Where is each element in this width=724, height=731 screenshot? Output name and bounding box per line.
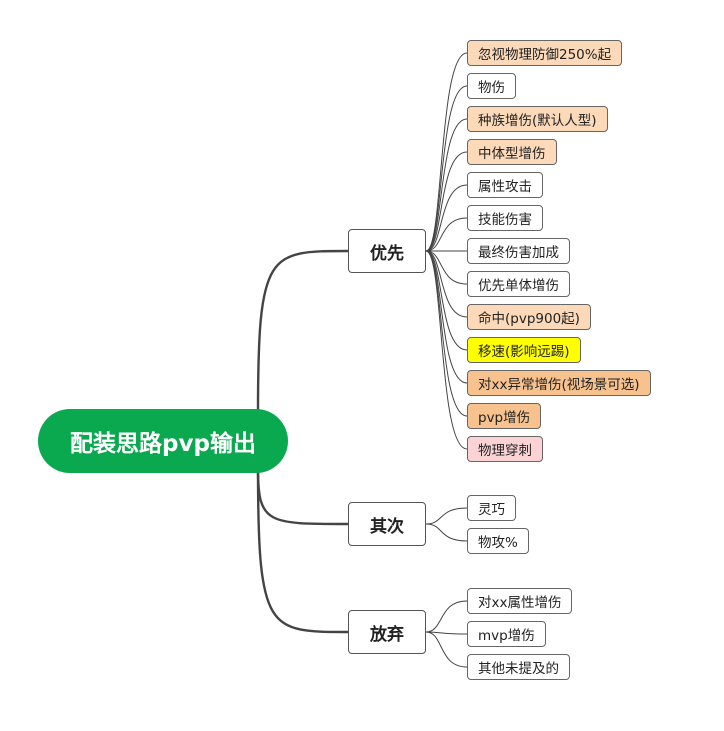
branch-leaf-link bbox=[425, 250, 468, 351]
leaf-hit[interactable]: 命中(pvp900起) bbox=[467, 304, 591, 330]
leaf-dexterity[interactable]: 灵巧 bbox=[467, 495, 516, 521]
branch-leaf-link bbox=[425, 631, 468, 635]
root-branch-link bbox=[256, 468, 349, 526]
branch-leaf-link bbox=[425, 250, 468, 318]
branch-leaf-link bbox=[425, 600, 468, 633]
branch-priority[interactable]: 优先 bbox=[348, 229, 426, 273]
leaf-physical-pierce[interactable]: 物理穿刺 bbox=[467, 436, 543, 462]
branch-leaf-link bbox=[425, 507, 468, 525]
leaf-pvp-damage[interactable]: pvp增伤 bbox=[467, 403, 542, 429]
root-branch-link bbox=[256, 468, 349, 634]
branch-leaf-link bbox=[425, 85, 468, 252]
branch-leaf-link bbox=[425, 523, 468, 542]
leaf-ignore-physical-defense[interactable]: 忽视物理防御250%起 bbox=[467, 40, 623, 66]
leaf-move-speed[interactable]: 移速(影响远踢) bbox=[467, 337, 581, 363]
branch-leaf-link bbox=[425, 217, 468, 252]
leaf-single-target-damage[interactable]: 优先单体增伤 bbox=[467, 271, 570, 297]
leaf-skill-damage[interactable]: 技能伤害 bbox=[467, 205, 543, 231]
leaf-race-damage[interactable]: 种族增伤(默认人型) bbox=[467, 106, 608, 132]
root-branch-link bbox=[256, 249, 349, 414]
leaf-element-attack[interactable]: 属性攻击 bbox=[467, 172, 543, 198]
leaf-others[interactable]: 其他未提及的 bbox=[467, 654, 570, 680]
leaf-mvp-damage[interactable]: mvp增伤 bbox=[467, 621, 546, 647]
leaf-medium-size-damage[interactable]: 中体型增伤 bbox=[467, 139, 557, 165]
leaf-status-damage[interactable]: 对xx异常增伤(视场景可选) bbox=[467, 370, 651, 396]
leaf-physical-damage[interactable]: 物伤 bbox=[467, 73, 516, 99]
leaf-element-damage[interactable]: 对xx属性增伤 bbox=[467, 588, 573, 614]
branch-leaf-link bbox=[425, 118, 468, 252]
branch-leaf-link bbox=[425, 184, 468, 252]
branch-secondary[interactable]: 其次 bbox=[348, 502, 426, 546]
branch-abandon[interactable]: 放弃 bbox=[348, 610, 426, 654]
branch-leaf-link bbox=[425, 631, 468, 668]
leaf-final-damage[interactable]: 最终伤害加成 bbox=[467, 238, 570, 264]
branch-leaf-link bbox=[425, 52, 468, 252]
branch-leaf-link bbox=[425, 151, 468, 252]
leaf-physical-attack-percent[interactable]: 物攻% bbox=[467, 528, 529, 554]
root-topic[interactable]: 配装思路pvp输出 bbox=[38, 409, 288, 473]
branch-leaf-link bbox=[425, 250, 468, 450]
